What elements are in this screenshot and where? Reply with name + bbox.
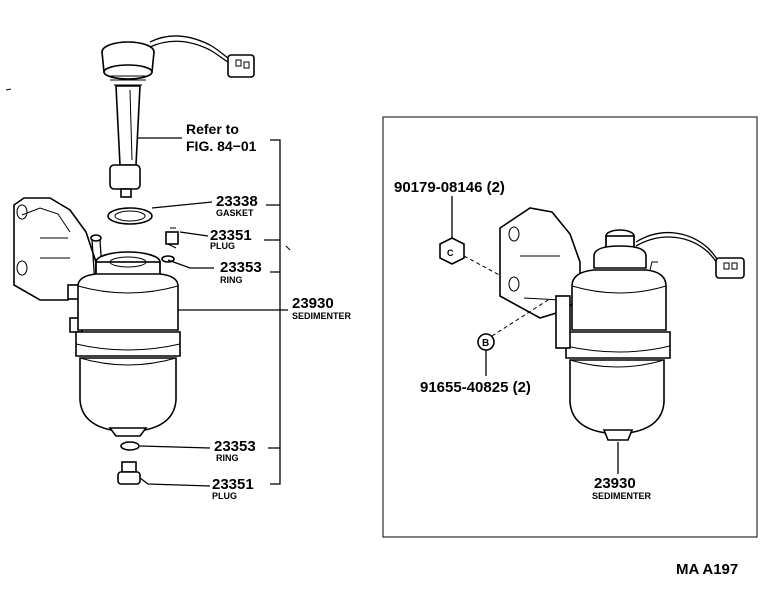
bolt: B (477, 333, 495, 351)
nut-part-label: 90179-08146 (2) (394, 179, 505, 196)
callout-ring-bottom-desc: RING (216, 453, 239, 463)
bolt-marker: B (482, 338, 489, 349)
callout-plug-top-part-no: 23351 (210, 227, 252, 244)
sender-head (101, 41, 155, 86)
callout-gasket-part-no: 23338 (216, 193, 258, 210)
nut: C (439, 237, 465, 265)
sender-tube (109, 85, 141, 198)
inset-sedimenter-part-no: 23930 (594, 475, 636, 492)
callout-plug-bottom-part-no: 23351 (212, 476, 254, 493)
bolt-part-label: 91655-40825 (2) (420, 379, 531, 396)
inset-sedimenter (555, 229, 671, 441)
nut-marker: C (447, 248, 454, 258)
callout-gasket-desc: GASKET (216, 208, 254, 218)
callout-ring-top-part-no: 23353 (220, 259, 262, 276)
callout-plug-top-desc: PLUG (210, 241, 235, 251)
refer-to-label: Refer to (186, 121, 239, 137)
inset-panel: 90179-08146 (2) C B 91655-40825 (2) (382, 116, 758, 538)
refer-to-fig-label: FIG. 84−01 (186, 138, 257, 154)
wire-harness (149, 35, 255, 78)
callout-sedimenter-part-no: 23930 (292, 295, 334, 312)
figure-code: MA A197 (676, 561, 738, 578)
gasket (107, 207, 153, 225)
plug-bottom (117, 461, 141, 485)
plug-top (165, 227, 179, 249)
callout-plug-bottom-desc: PLUG (212, 491, 237, 501)
stray-mark (5, 88, 12, 91)
callout-ring-bottom-part-no: 23353 (214, 438, 256, 455)
exploded-assembly: Refer to FIG. 84−01 (13, 35, 352, 501)
callout-sedimenter-desc: SEDIMENTER (292, 311, 352, 321)
sedimenter-body (75, 251, 181, 437)
inset-wire-harness (635, 231, 745, 279)
callout-ring-top-desc: RING (220, 275, 243, 285)
inset-sedimenter-desc: SEDIMENTER (592, 491, 652, 501)
ring-bottom (120, 441, 140, 451)
